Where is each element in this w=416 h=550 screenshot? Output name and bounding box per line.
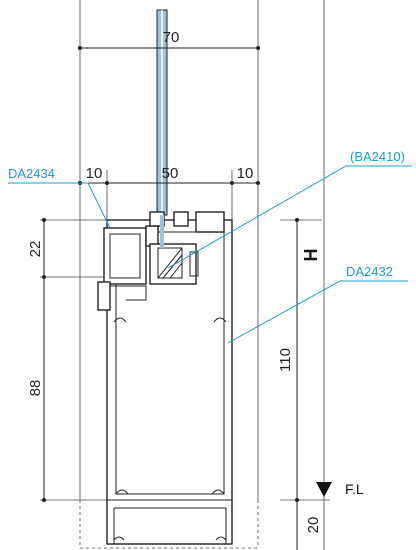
dimension-10-50-10: 10 50 10 [78,165,260,185]
callout-label-ba2410: (BA2410) [350,149,405,164]
dim-bottom-height: 20 [305,517,322,534]
floor-level-label: F.L [345,481,364,497]
callout-main-frame: DA2432 [227,264,408,344]
height-label: H [301,249,321,262]
dim-upper-height: 22 [27,241,44,258]
dim-right-offset: 10 [237,165,254,182]
dimension-22-88: 22 88 [27,218,46,502]
callout-label-da2432: DA2432 [346,264,393,279]
dim-lower-height: 88 [27,380,44,397]
extension-lines [40,0,330,550]
dimension-70: 70 [78,29,260,50]
frame-profile [97,211,233,545]
callout-left-part: DA2434 [8,166,111,229]
dim-top-width: 70 [163,29,180,46]
callout-glazing-bead: (BA2410) [167,149,412,269]
dashed-bottom-outline [79,500,259,549]
dimension-110-20: 110 20 [277,218,322,550]
dim-inner-width: 50 [162,165,179,182]
dim-frame-height: 110 [277,348,294,372]
height-marker: H F.L [301,249,364,497]
callout-label-da2434: DA2434 [8,166,55,181]
floor-level-arrow-icon [316,482,332,497]
dim-left-offset: 10 [86,165,103,182]
